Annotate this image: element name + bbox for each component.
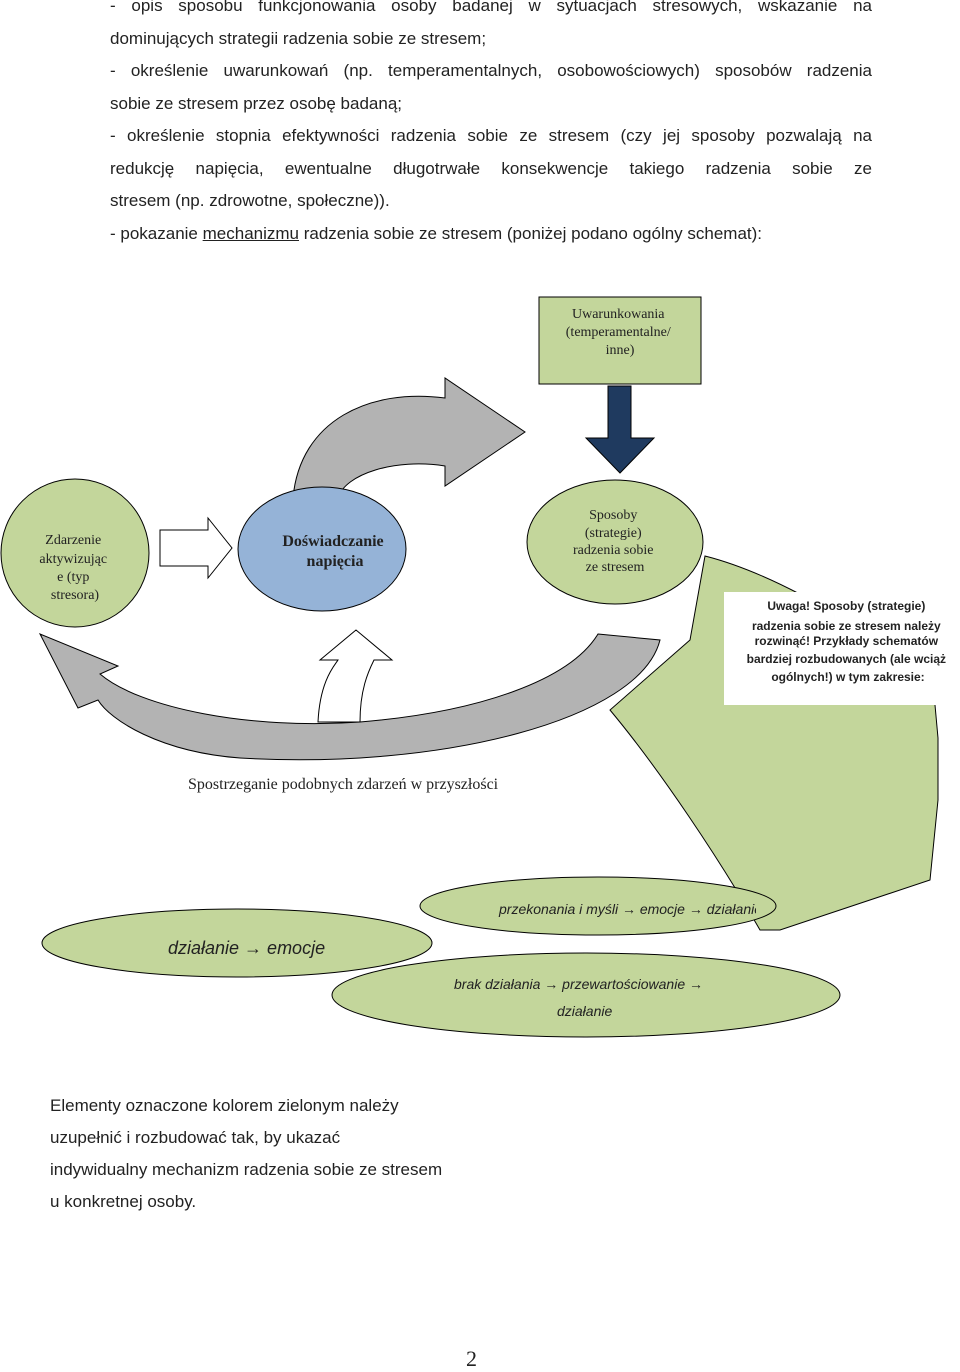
svg-text:Sposoby (strategie) ra: Sposoby (strategie) radzenia sobie ze st…	[573, 508, 657, 575]
mechanism-link-text: mechanizmu	[202, 223, 299, 243]
footer-note: Elementy oznaczone kolorem zielonym nale…	[50, 1090, 510, 1218]
ellipse-inaction-text: działanie	[557, 1003, 612, 1019]
footer-line: u konkretnej osoby.	[50, 1192, 197, 1211]
footer-line: uzupełnić i rozbudować tak, by ukazać	[50, 1128, 341, 1147]
svg-text:Uwaga! Sposoby (strategie): Uwaga! Sposoby (strategie) radzenia sobi…	[747, 599, 950, 684]
gray-curved-arrow-top	[292, 377, 526, 499]
ellipse-inaction	[331, 952, 841, 1038]
ellipse-action	[41, 908, 433, 978]
note-text: radzenia sobie ze stresem należy	[752, 619, 941, 633]
gray-curved-arrow-bottom	[38, 633, 661, 761]
tension-label: Doświadczanie	[282, 533, 383, 550]
coping-label: (strategie)	[585, 526, 642, 541]
intro-line: stresem (np. zdrowotne, społeczne)).	[110, 191, 390, 210]
event-label: e (typ	[57, 570, 89, 585]
svg-text:Doświadczanie napięcia: Doświadczanie napięcia	[282, 533, 387, 570]
event-circle	[0, 478, 150, 628]
event-label: Zdarzenie	[45, 533, 101, 548]
coping-label: ze stresem	[586, 560, 645, 575]
intro-line: sobie ze stresem przez osobę badaną;	[110, 93, 403, 113]
ellipse-beliefs-text: przekonania i myśli → emocje → działanie	[498, 901, 762, 917]
intro-line-mechanism: - pokazanie mechanizmu radzenia sobie ze…	[110, 223, 763, 243]
page-number: 2	[466, 1346, 477, 1371]
conditions-label: Uwarunkowania	[572, 307, 665, 322]
white-right-arrow	[159, 516, 233, 580]
intro-text: - opis sposobu funkcjonowania osoby bada…	[110, 0, 872, 250]
coping-oval	[526, 479, 704, 605]
svg-text:Uwarunkowania (temperament: Uwarunkowania (temperamentalne/ inne)	[566, 307, 674, 358]
note-text: rozwinąć! Przykłady schematów	[755, 634, 939, 648]
note-text: bardziej rozbudowanych (ale wciąż	[747, 652, 946, 666]
ellipse-beliefs	[419, 876, 777, 936]
intro-line: redukcję napięcia, ewentualne długotrwał…	[110, 158, 872, 178]
conditions-box	[538, 296, 702, 385]
note-text: Uwaga! Sposoby (strategie)	[767, 599, 925, 613]
footer-line: Elementy oznaczone kolorem zielonym nale…	[50, 1096, 399, 1115]
svg-text:Zdarzenie aktywizując: Zdarzenie aktywizując e (typ stresora)	[39, 533, 110, 603]
note-box	[724, 592, 960, 705]
event-label: stresora)	[51, 588, 100, 603]
intro-line: dominujących strategii radzenia sobie ze…	[110, 28, 487, 48]
coping-label: radzenia sobie	[573, 543, 653, 558]
ellipse-inaction-text: brak działania → przewartościowanie →	[454, 976, 703, 992]
perception-label: Spostrzeganie podobnych zdarzeń w przysz…	[188, 776, 499, 793]
tension-oval	[237, 486, 407, 612]
white-up-arrow	[317, 629, 394, 723]
intro-line: - określenie stopnia efektywności radzen…	[110, 126, 872, 145]
ellipse-action-text: działanie → emocje	[168, 938, 325, 958]
intro-line: - określenie uwarunkowań (np. temperamen…	[110, 61, 872, 80]
conditions-label: inne)	[606, 343, 635, 358]
footer-line: indywidualny mechanizm radzenia sobie ze…	[50, 1160, 443, 1179]
coping-label: Sposoby	[589, 508, 637, 523]
tension-label: napięcia	[307, 553, 364, 570]
note-text: ogólnych!) w tym zakresie:	[771, 670, 924, 684]
event-label: aktywizując	[39, 552, 107, 567]
conditions-label: (temperamentalne/	[566, 325, 671, 340]
intro-line: - opis sposobu funkcjonowania osoby bada…	[110, 0, 872, 15]
coping-diagram: Uwarunkowania (temperamentalne/ inne) Zd…	[0, 296, 960, 1038]
navy-down-arrow	[584, 385, 656, 474]
